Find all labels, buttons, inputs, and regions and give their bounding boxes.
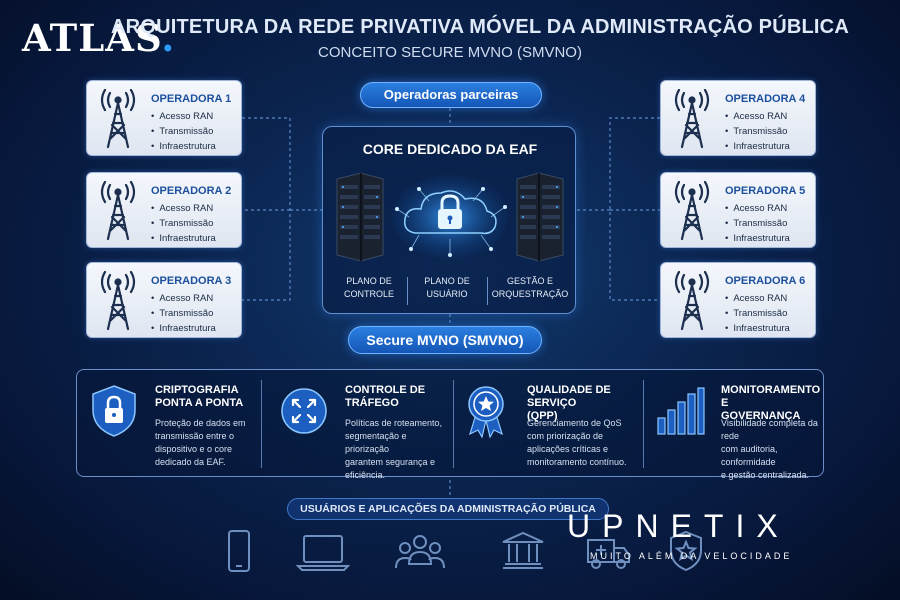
server-rack-icon	[516, 172, 564, 261]
operator-item: Acesso RAN	[151, 291, 216, 306]
operator-card-5: OPERADORA 5 Acesso RAN Transmissão Infra…	[660, 172, 816, 248]
operator-item: Infraestrutura	[151, 231, 216, 246]
operator-item: Acesso RAN	[725, 109, 790, 124]
laptop-icon	[296, 535, 350, 571]
bar-chart-icon	[657, 387, 705, 435]
award-badge-icon	[468, 386, 504, 438]
smartphone-icon	[228, 530, 250, 572]
operator-item: Acesso RAN	[725, 291, 790, 306]
page-title: ARQUITETURA DA REDE PRIVATIVA MÓVEL DA A…	[111, 16, 849, 38]
feature-title: QUALIDADE DE SERVIÇO(QPP)	[527, 384, 611, 422]
ambulance-icon	[587, 539, 630, 569]
shield-lock-icon	[92, 385, 136, 437]
operator-item: Infraestrutura	[725, 139, 790, 154]
divider	[643, 380, 644, 468]
core-title: CORE DEDICADO DA EAF	[362, 141, 538, 157]
operator-item: Infraestrutura	[151, 139, 216, 154]
cell-tower-icon	[100, 89, 136, 149]
operator-item: Acesso RAN	[151, 201, 216, 216]
operator-items: Acesso RAN Transmissão Infraestrutura	[725, 291, 790, 336]
operator-item: Infraestrutura	[725, 231, 790, 246]
users-apps-label: USUÁRIOS E APLICAÇÕES DA ADMINISTRAÇÃO P…	[287, 498, 609, 520]
operator-card-3: OPERADORA 3 Acesso RAN Transmissão Infra…	[86, 262, 242, 338]
operator-items: Acesso RAN Transmissão Infraestrutura	[151, 291, 216, 336]
operator-name: OPERADORA 1	[151, 93, 232, 105]
operator-item: Transmissão	[725, 306, 790, 321]
feature-quality: QUALIDADE DE SERVIÇO(QPP) Gerenciamento …	[449, 370, 639, 478]
operator-items: Acesso RAN Transmissão Infraestrutura	[725, 109, 790, 154]
operator-item: Infraestrutura	[151, 321, 216, 336]
operator-item: Transmissão	[151, 306, 216, 321]
partners-label: Operadoras parceiras	[360, 82, 542, 108]
operator-item: Transmissão	[151, 124, 216, 139]
upnetix-tagline: MUITO ALÉM DA VELOCIDADE	[590, 551, 793, 561]
smvno-label: Secure MVNO (SMVNO)	[348, 326, 542, 354]
people-group-icon	[395, 535, 445, 569]
operator-card-1: OPERADORA 1 Acesso RAN Transmissão Infra…	[86, 80, 242, 156]
government-building-icon	[502, 531, 544, 569]
operator-name: OPERADORA 6	[725, 275, 806, 287]
police-badge-icon	[670, 530, 702, 572]
cell-tower-icon	[674, 271, 710, 331]
atlas-logo: ATLAS.	[22, 16, 176, 60]
operator-name: OPERADORA 2	[151, 185, 232, 197]
operator-item: Infraestrutura	[725, 321, 790, 336]
server-rack-icon	[336, 172, 384, 261]
upnetix-watermark: UPNETIX	[567, 508, 790, 544]
operator-item: Transmissão	[725, 124, 790, 139]
cell-tower-icon	[674, 89, 710, 149]
operator-item: Transmissão	[151, 216, 216, 231]
operator-item: Acesso RAN	[725, 201, 790, 216]
divider	[407, 277, 408, 305]
operator-items: Acesso RAN Transmissão Infraestrutura	[151, 201, 216, 246]
operator-items: Acesso RAN Transmissão Infraestrutura	[725, 201, 790, 246]
secure-cloud-lock-icon	[392, 175, 508, 259]
operator-card-6: OPERADORA 6 Acesso RAN Transmissão Infra…	[660, 262, 816, 338]
operator-item: Transmissão	[725, 216, 790, 231]
cell-tower-icon	[674, 181, 710, 241]
cell-tower-icon	[100, 271, 136, 331]
divider	[261, 380, 262, 468]
operator-name: OPERADORA 4	[725, 93, 806, 105]
operator-card-2: OPERADORA 2 Acesso RAN Transmissão Infra…	[86, 172, 242, 248]
feature-description: Políticas de roteamento,segmentação e pr…	[345, 418, 443, 480]
operator-items: Acesso RAN Transmissão Infraestrutura	[151, 109, 216, 154]
traffic-arrows-icon	[281, 388, 327, 434]
operator-item: Acesso RAN	[151, 109, 216, 124]
operator-card-4: OPERADORA 4 Acesso RAN Transmissão Infra…	[660, 80, 816, 156]
cell-tower-icon	[100, 181, 136, 241]
divider	[453, 380, 454, 468]
divider	[487, 277, 488, 305]
page-subtitle: CONCEITO SECURE MVNO (SMVNO)	[318, 44, 582, 61]
operator-name: OPERADORA 3	[151, 275, 232, 287]
operator-name: OPERADORA 5	[725, 185, 806, 197]
